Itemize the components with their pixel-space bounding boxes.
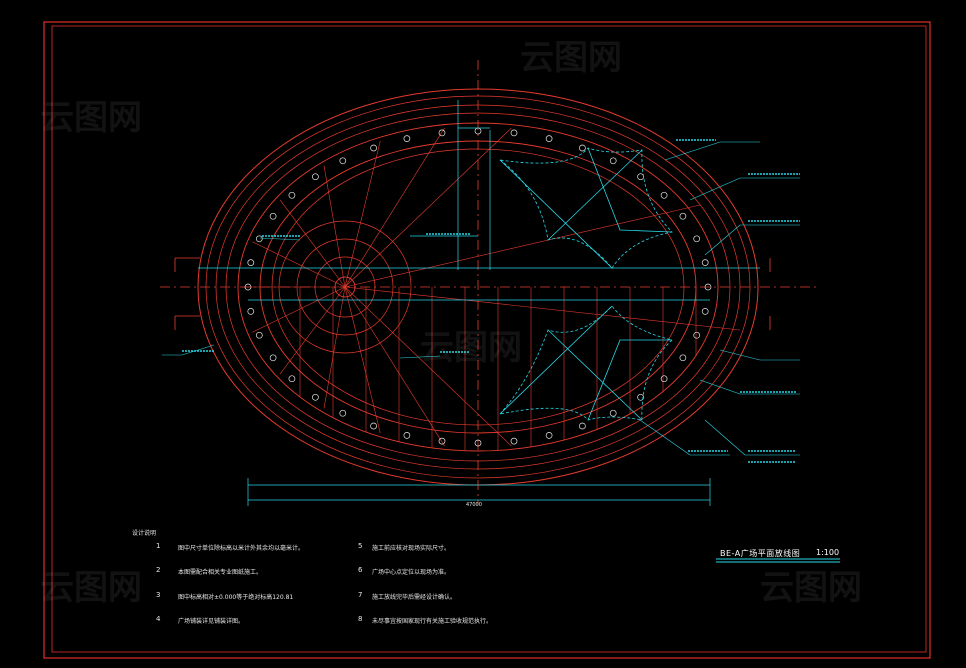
column-marker: [704, 283, 712, 291]
radial-line: [344, 286, 512, 447]
column-marker: [510, 129, 518, 137]
column-marker: [339, 157, 347, 165]
radial-line: [344, 127, 512, 288]
membrane-structure-top: [499, 147, 673, 269]
note-number: 7: [358, 591, 363, 599]
drawing-title: BE-A广场平面放线图: [720, 549, 801, 558]
column-marker: [693, 331, 701, 339]
drawing-frame: [43, 21, 931, 659]
column-marker: [637, 393, 644, 401]
column-marker: [579, 144, 586, 152]
column-marker: [370, 422, 377, 430]
column-marker: [255, 235, 263, 243]
column-marker: [701, 308, 709, 315]
note-text: 广场中心点定位以现场为准。: [372, 569, 451, 576]
grid-line: [344, 286, 741, 331]
column-marker: [370, 144, 377, 152]
column-marker: [438, 437, 446, 445]
overall-dimension: 47000: [466, 502, 482, 508]
radial-line: [344, 286, 445, 447]
column-marker: [545, 135, 553, 142]
radial-lines: [242, 127, 512, 447]
column-marker: [312, 173, 319, 181]
section-marks: [174, 257, 771, 330]
note-number: 2: [156, 566, 161, 574]
radial-line: [323, 165, 346, 288]
dimension-lines: [198, 100, 760, 506]
column-marker: [679, 212, 687, 220]
title-underline: [716, 558, 840, 563]
grid-lines: [299, 204, 741, 451]
column-marker: [403, 432, 411, 439]
column-marker: [288, 191, 296, 199]
drawing-scale: 1:100: [816, 548, 840, 557]
note-text: 本图需配合相关专业图纸施工。: [178, 569, 263, 576]
column-marker: [701, 259, 709, 266]
radial-line: [252, 286, 346, 333]
column-marker: [609, 409, 617, 417]
column-marker: [247, 259, 255, 266]
column-marker: [403, 135, 411, 142]
column-marker: [609, 157, 617, 165]
column-markers: [244, 127, 712, 447]
note-text: 施工前应核对现场实际尺寸。: [372, 545, 451, 552]
column-marker: [510, 437, 518, 445]
note-text: 图中标高相对±0.000等于绝对标高120.81: [178, 594, 294, 601]
column-marker: [660, 191, 668, 199]
column-marker: [637, 173, 644, 181]
radial-line: [279, 286, 346, 375]
radial-line: [344, 286, 381, 434]
column-marker: [247, 308, 255, 315]
radial-line: [252, 241, 346, 288]
note-number: 8: [358, 615, 363, 623]
column-marker: [438, 129, 446, 137]
column-marker: [255, 331, 263, 339]
note-number: 3: [156, 591, 161, 599]
column-marker: [545, 432, 553, 439]
annotation-marks: [182, 139, 800, 463]
radial-line: [344, 127, 445, 288]
column-marker: [269, 212, 277, 220]
column-marker: [288, 375, 296, 383]
note-text: 图中尺寸单位除标高以米计外其余均以毫米计。: [178, 545, 305, 552]
column-marker: [312, 393, 319, 401]
leader-lines: [162, 141, 800, 456]
column-marker: [269, 354, 277, 362]
note-text: 广场铺装详见铺装详图。: [178, 618, 245, 625]
membrane-structure-bottom: [498, 305, 673, 421]
radial-line: [344, 140, 381, 288]
axis-lines: [160, 60, 820, 505]
note-text: 施工放线完毕后需经设计确认。: [372, 594, 457, 601]
radial-line: [323, 286, 346, 409]
note-number: 6: [358, 566, 363, 574]
column-marker: [693, 235, 701, 243]
plaza-outline: [197, 88, 759, 486]
radial-line: [279, 199, 346, 288]
grid-line: [344, 204, 701, 288]
note-number: 4: [156, 615, 161, 623]
column-marker: [660, 375, 668, 383]
note-text: 未尽事宜按国家现行有关施工验收规范执行。: [372, 618, 493, 625]
notes-heading: 设计说明: [132, 530, 157, 537]
column-marker: [679, 354, 687, 362]
column-marker: [244, 283, 252, 291]
note-number: 5: [358, 542, 363, 550]
centre-circle: [278, 220, 412, 354]
note-number: 1: [156, 542, 161, 550]
column-marker: [474, 439, 482, 447]
column-marker: [579, 422, 586, 430]
column-marker: [339, 409, 347, 417]
